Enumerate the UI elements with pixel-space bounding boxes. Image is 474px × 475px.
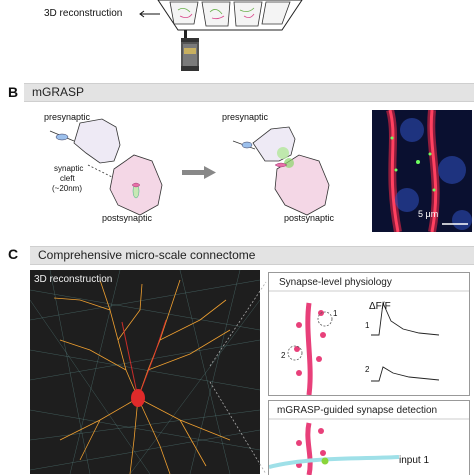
input-1-label: input 1 [399,455,430,466]
panel-b-title-bar: mGRASP [24,83,474,102]
scale-bar-label: 5 μm [418,209,439,219]
detection-diagram [269,418,469,475]
presynaptic-label-right: presynaptic [222,112,269,122]
detection-title: mGRASP-guided synapse detection [277,405,438,416]
mgrasp-schematic-after [232,126,330,216]
presynaptic-label-left: presynaptic [44,112,91,122]
physiology-title: Synapse-level physiology [279,277,392,288]
postsynaptic-label-left: postsynaptic [102,213,153,223]
reconstruction-arrow [139,10,160,18]
panel-a: 3D reconstruction [0,0,474,80]
panel-b-letter: B [8,84,19,100]
panel-c-title-bar: Comprehensive micro-scale connectome [30,246,474,265]
zoom-connector-lines [209,281,267,474]
microscope-slices-illustration [157,0,303,71]
cleft-label-line1: synaptic [54,164,84,173]
neuron-render [30,270,260,474]
cleft-label-line2: cleft [60,174,75,183]
reconstruction-label: 3D reconstruction [44,8,123,19]
panel-c-title: Comprehensive micro-scale connectome [38,248,256,262]
physiology-diagram [269,290,469,395]
mgrasp-micrograph [372,110,472,232]
dff-label: ΔF/F [369,301,391,312]
recon-label: 3D reconstruction [34,274,113,285]
site-2-label: 2 [281,351,286,360]
site-1-label: 1 [333,309,338,318]
panel-b-title: mGRASP [32,85,85,99]
physiology-panel: Synapse-level physiology ΔF/F 1 2 1 2 [268,272,470,396]
detection-panel: mGRASP-guided synapse detection input 1 [268,400,470,475]
panel-c-letter: C [8,246,19,262]
mgrasp-schematic-before [49,118,163,216]
trace-1-label: 1 [365,321,370,330]
neuron-3d-reconstruction: 3D reconstruction [30,270,260,474]
cleft-label-line3: (~20nm) [52,184,83,193]
trace-2-label: 2 [365,365,370,374]
transition-arrow [182,166,216,179]
postsynaptic-label-right: postsynaptic [284,213,335,223]
